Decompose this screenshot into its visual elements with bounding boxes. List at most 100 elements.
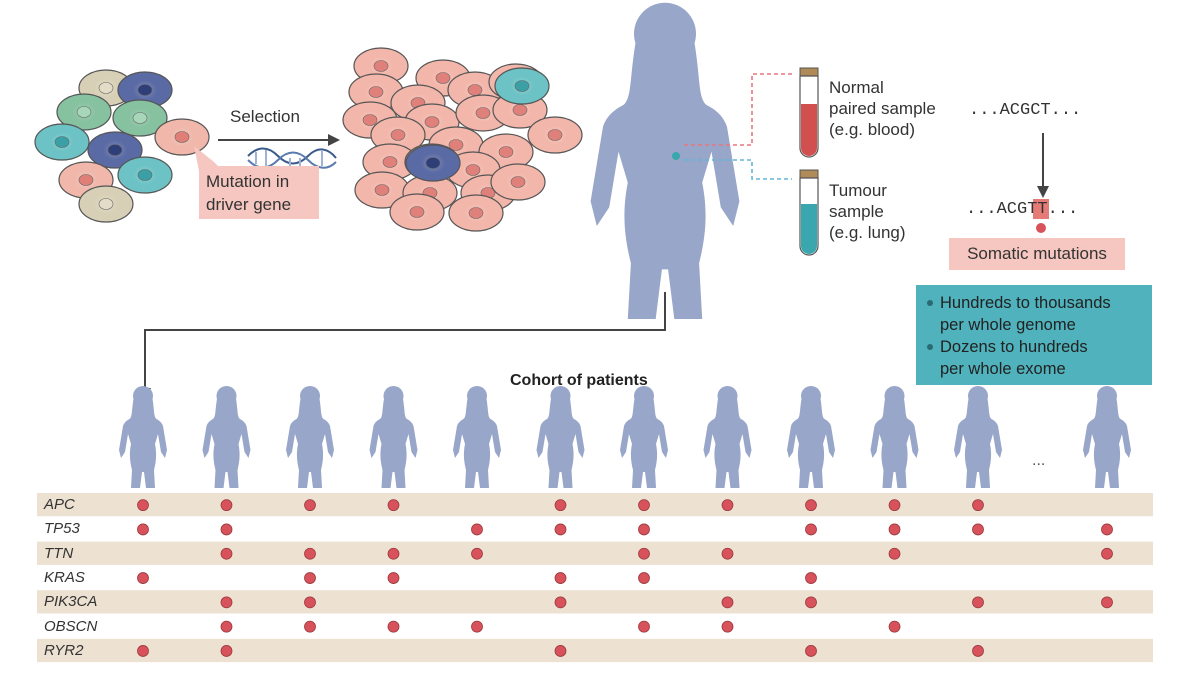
dna-helix-icon	[247, 147, 337, 169]
normal-sequence: ...ACGCT...	[969, 101, 1082, 120]
info-bullet-line: Dozens to hundreds	[940, 338, 1088, 356]
info-bullet: Hundreds to thousands per whole genome	[926, 292, 1146, 336]
post-selection-cells	[342, 47, 583, 232]
mutation-dot	[638, 620, 650, 633]
mutation-dot	[304, 620, 316, 633]
cell	[154, 118, 210, 156]
cell	[362, 143, 418, 181]
mutation-driver-gene-label: Mutation in driver gene	[199, 166, 319, 219]
mutation-dot	[972, 523, 984, 536]
mutation-dot	[805, 523, 817, 536]
info-bullet: Dozens to hundreds per whole exome	[926, 336, 1146, 380]
mutation-dot	[972, 596, 984, 609]
cell	[354, 171, 410, 209]
mutation-dot	[972, 499, 984, 512]
mutation-dot	[554, 572, 567, 584]
mutation-marker-dot	[1036, 223, 1046, 233]
cell	[78, 185, 134, 223]
sequence-arrow	[1037, 133, 1049, 198]
mutation-dot	[220, 547, 233, 560]
cell	[494, 67, 550, 105]
cell	[490, 163, 546, 201]
mutation-dot	[220, 645, 233, 657]
mutation-dot	[471, 523, 483, 536]
cohort-patient-silhouette	[703, 386, 752, 488]
mutation-dot	[220, 523, 233, 536]
cell	[56, 93, 112, 131]
mutation-dot	[888, 499, 901, 512]
gene-label-tp53: TP53	[44, 520, 80, 538]
cohort-patient-silhouette	[202, 386, 251, 488]
pre-selection-cells	[34, 69, 210, 223]
selection-label: Selection	[230, 107, 300, 126]
cohort-title: Cohort of patients	[510, 372, 648, 389]
cohort-patient-silhouette	[453, 386, 501, 488]
mutation-dot	[721, 499, 734, 512]
info-bullet-line: per whole genome	[940, 316, 1076, 334]
tumour-sample-label: Tumour sample (e.g. lung)	[829, 180, 906, 243]
mutation-label-line: driver gene	[206, 195, 292, 214]
info-bullet-line: Hundreds to thousands	[940, 294, 1111, 312]
info-bullet-line: per whole exome	[940, 360, 1066, 378]
mutation-dot	[304, 596, 316, 609]
mutation-dot	[972, 645, 984, 657]
mutation-dot	[554, 499, 567, 512]
mutation-dot	[304, 499, 316, 512]
normal-sample-line: paired sample	[829, 99, 936, 118]
tumour-sample-line: Tumour	[829, 181, 887, 200]
mutation-dot	[554, 645, 567, 657]
normal-sample-line: Normal	[829, 78, 884, 97]
cell	[117, 156, 173, 194]
mutation-dot	[387, 499, 400, 512]
gene-label-apc: APC	[44, 496, 75, 513]
tumour-sample-line: (e.g. lung)	[829, 223, 906, 242]
mutation-dot	[220, 499, 233, 512]
mutation-dot	[387, 620, 400, 633]
mutation-dot	[638, 499, 650, 512]
mutation-count-info-box: Hundreds to thousands per whole genome D…	[916, 285, 1152, 385]
gene-label-kras: KRAS	[44, 568, 85, 586]
cell	[34, 123, 90, 161]
cell	[87, 131, 143, 169]
mutation-dot	[805, 645, 817, 657]
mutation-dot	[1101, 547, 1113, 560]
mutation-dot	[805, 596, 817, 609]
normal-sample-line: (e.g. blood)	[829, 120, 915, 139]
mutation-label-line: Mutation in	[206, 172, 290, 191]
gene-label-pik3ca: PIK3CA	[44, 593, 98, 611]
mutation-dot	[471, 547, 483, 560]
mutation-dot	[137, 523, 149, 536]
gene-row-bands	[37, 493, 1153, 663]
cohort-silhouettes	[119, 386, 1131, 488]
mutation-dot	[888, 523, 901, 536]
mutation-dot	[554, 596, 567, 609]
mutated-base-highlight	[1033, 199, 1049, 219]
mutation-dot	[304, 547, 316, 560]
mutation-dot	[554, 523, 567, 536]
mutation-dot	[721, 547, 734, 560]
selection-arrow	[218, 134, 340, 146]
mutation-dot	[888, 547, 901, 560]
tumour-sequence-mutated-base: T	[1027, 200, 1038, 219]
gene-row-band	[37, 590, 1153, 614]
gene-label-obscn: OBSCN	[44, 617, 98, 635]
cell	[448, 194, 504, 232]
gene-label-ryr2: RYR2	[44, 641, 84, 659]
mutation-dot	[1101, 523, 1113, 536]
gene-row-band	[37, 541, 1153, 565]
mutation-dot	[638, 523, 650, 536]
mutation-dot	[471, 620, 483, 633]
tumour-sample-line: sample	[829, 202, 884, 221]
cohort-patient-silhouette	[954, 386, 1002, 488]
somatic-mutations-label: Somatic mutations	[949, 238, 1125, 270]
mutation-dot	[220, 596, 233, 609]
gene-row-band	[37, 638, 1153, 663]
mutation-dot	[387, 547, 400, 560]
normal-sample-tube-icon	[799, 67, 819, 158]
mutation-dot	[721, 620, 734, 633]
cohort-patient-silhouette	[1083, 386, 1131, 488]
cohort-patient-silhouette	[620, 386, 668, 488]
cohort-patient-silhouette	[286, 386, 334, 488]
mutation-dot	[387, 572, 400, 584]
